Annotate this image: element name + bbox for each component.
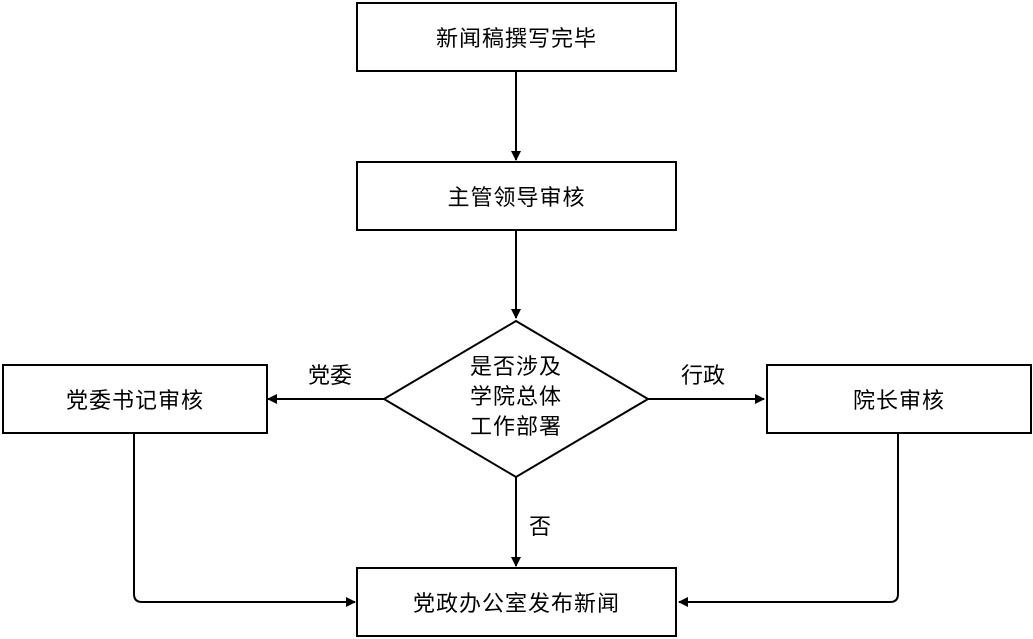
supervisor-review-text: 主管领导审核 [447, 186, 586, 211]
draft-done-box: 新闻稿撰写完毕 [356, 2, 677, 72]
publish-box: 党政办公室发布新闻 [356, 567, 677, 637]
dean-review-box: 院长审核 [766, 364, 1032, 434]
arrow-dean-to-publish [678, 433, 899, 607]
edge-label-administration: 行政 [681, 364, 726, 389]
dean-review-text: 院长审核 [852, 389, 945, 414]
publish-text: 党政办公室发布新闻 [412, 592, 620, 617]
draft-done-text: 新闻稿撰写完毕 [435, 27, 597, 52]
party-secretary-review-text: 党委书记审核 [65, 389, 204, 414]
decision-text: 是否涉及 学院总体 工作部署 [446, 353, 586, 443]
decision-line-1: 是否涉及 [469, 355, 562, 380]
party-secretary-review-box: 党委书记审核 [2, 364, 268, 434]
edge-label-party-committee: 党委 [308, 364, 353, 389]
supervisor-review-box: 主管领导审核 [356, 161, 677, 231]
edge-label-no: 否 [529, 515, 552, 540]
arrow-party-secretary-to-publish [133, 433, 356, 607]
decision-line-2: 学院总体 [469, 385, 562, 410]
decision-line-3: 工作部署 [469, 415, 562, 440]
